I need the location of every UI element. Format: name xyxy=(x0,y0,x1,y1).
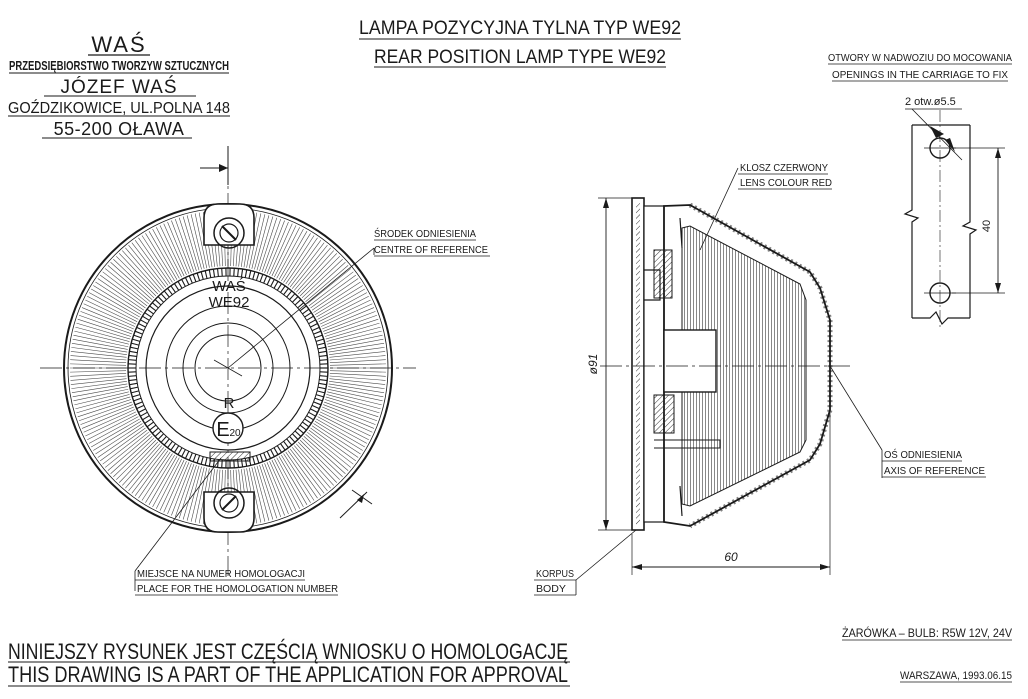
mounting-openings: OTWORY W NADWOZIU DO MOCOWANIA OPENINGS … xyxy=(828,52,1012,330)
company-owner: JÓZEF WAŚ xyxy=(60,76,177,98)
lower-mounting-boss xyxy=(203,487,255,533)
diameter-dimension-label: ø91 xyxy=(586,354,600,375)
depth-dimension-label: 60 xyxy=(724,550,738,564)
e-approval-circle xyxy=(212,412,244,444)
homologation-label-polish: MIEJSCE NA NUMER HOMOLOGACJI xyxy=(137,568,305,580)
bulb-specification: ŻARÓWKA – BULB: R5W 12V, 24V xyxy=(842,627,1012,640)
footer: NINIEJSZY RYSUNEK JEST CZĘŚCIĄ WNIOSKU O… xyxy=(8,627,1012,687)
homologation-number-field xyxy=(209,451,251,462)
company-header: WAŚ PRZEDSIĘBIORSTWO TWORZYW SZTUCZNYCH … xyxy=(8,32,230,139)
centre-of-reference-label-english: CENTRE OF REFERENCE xyxy=(374,244,488,256)
body-label-polish: KORPUS xyxy=(536,568,574,580)
title-english: REAR POSITION LAMP TYPE WE92 xyxy=(374,47,666,68)
upper-mounting-boss xyxy=(203,203,255,249)
knurled-ring xyxy=(128,268,328,468)
homologation-label-english: PLACE FOR THE HOMOLOGATION NUMBER xyxy=(137,583,338,595)
approval-note-english: THIS DRAWING IS A PART OF THE APPLICATIO… xyxy=(8,662,568,687)
approval-mark-e: E xyxy=(216,419,229,441)
lens-mark-type: WE92 xyxy=(209,294,250,311)
mounting-header-polish: OTWORY W NADWOZIU DO MOCOWANIA xyxy=(828,52,1012,64)
company-postcode-city: 55-200 OŁAWA xyxy=(54,119,185,139)
approval-note-polish: NINIEJSZY RYSUNEK JEST CZĘŚCIĄ WNIOSKU O… xyxy=(8,639,568,664)
lens-mark-brand: WAŚ xyxy=(212,277,246,295)
mounting-header-english: OPENINGS IN THE CARRIAGE TO FIX xyxy=(832,69,1008,81)
hole-spacing-label: 40 xyxy=(981,220,993,232)
front-view-leaders: ŚRODEK ODNIESIENIA CENTRE OF REFERENCE M… xyxy=(134,227,490,596)
company-logo-text: WAŚ xyxy=(91,32,146,57)
lens-label-english: LENS COLOUR RED xyxy=(740,177,832,189)
centre-of-reference-label-polish: ŚRODEK ODNIESIENIA xyxy=(374,227,476,240)
lens-label-polish: KLOSZ CZERWONY xyxy=(740,162,828,174)
side-view-leaders: KLOSZ CZERWONY LENS COLOUR RED OŚ ODNIES… xyxy=(534,162,986,596)
drawing-title: LAMPA POZYCYJNA TYLNA TYP WE92 REAR POSI… xyxy=(359,18,681,68)
company-name: PRZEDSIĘBIORSTWO TWORZYW SZTUCZNYCH xyxy=(9,59,229,73)
holes-label: 2 otw.ø5.5 xyxy=(905,96,956,108)
axis-label-polish: OŚ ODNIESIENIA xyxy=(884,448,962,461)
place-and-date: WARSZAWA, 1993.06.15 xyxy=(900,670,1012,682)
bulb-socket xyxy=(663,329,717,393)
lens-mark-r: R xyxy=(224,395,235,412)
axis-label-english: AXIS OF REFERENCE xyxy=(884,465,985,477)
title-polish: LAMPA POZYCYJNA TYLNA TYP WE92 xyxy=(359,18,681,39)
approval-country-number: 20 xyxy=(229,428,241,439)
front-view: WAŚ WE92 R E 20 xyxy=(40,146,416,576)
outer-ring-radial-texture xyxy=(70,210,386,526)
side-view: ø91 60 xyxy=(586,197,850,575)
body-label-english: BODY xyxy=(536,583,566,595)
company-address: GOŹDZIKOWICE, UL.POLNA 148 xyxy=(8,100,230,117)
